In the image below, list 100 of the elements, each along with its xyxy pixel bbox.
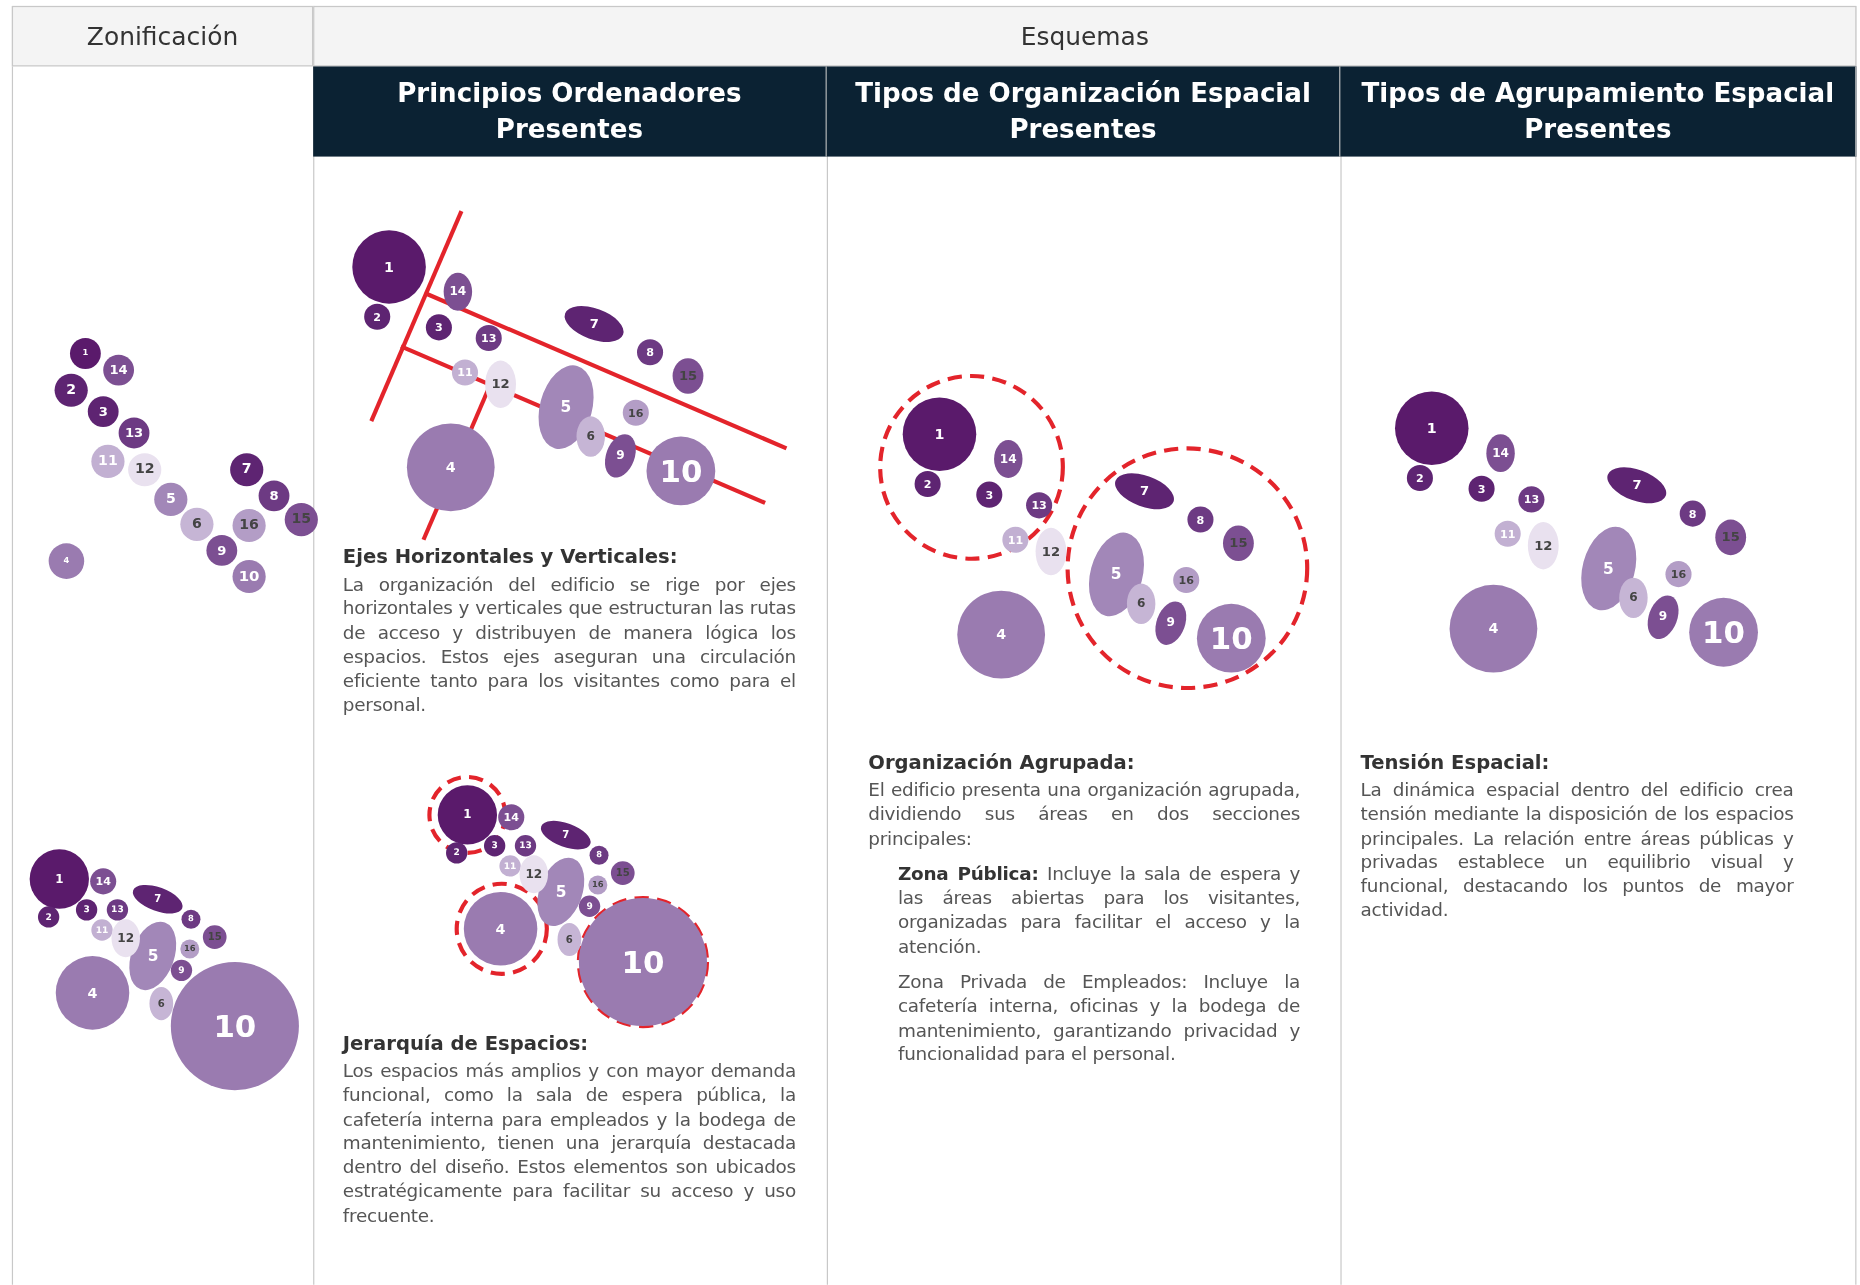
ellipse-bubble — [1619, 577, 1648, 618]
ellipse-bubble — [1607, 467, 1667, 504]
bubble-number: 16 — [627, 407, 645, 419]
column-header: Zonificación — [11, 5, 314, 67]
circle-bubble — [1679, 500, 1706, 527]
circle-bubble — [475, 325, 502, 352]
circle-bubble — [1026, 492, 1053, 519]
bubble-number: 12 — [1533, 539, 1554, 553]
bubble-number: 13 — [1030, 499, 1048, 511]
ellipse-bubble — [1126, 583, 1156, 624]
circle-bubble — [610, 861, 635, 885]
bubble-number: 15 — [677, 369, 699, 383]
bubble-number: 2 — [1415, 472, 1425, 484]
bubble-number: 4 — [86, 985, 99, 1000]
circle-bubble — [499, 855, 521, 877]
ellipse-bubble — [1115, 473, 1175, 509]
circle-bubble — [976, 481, 1003, 508]
circle-bubble — [1395, 391, 1469, 465]
circle-bubble — [206, 535, 238, 566]
description-text: La organización del edificio se rige por ejes horizontales y verticales que estructuran las rutas de acceso y distribuyen de manera lógica los espacios. Estos ejes aseguran una circulación eficiente tanto para los visitantes como para el personal. — [342, 573, 796, 718]
column-header: Tipos de Organización Espacial Presentes — [826, 66, 1341, 157]
bubble-number: 3 — [984, 489, 995, 501]
bubble-number: 8 — [1195, 514, 1206, 526]
bubble-number: 11 — [456, 366, 474, 378]
bubble-number: 12 — [133, 462, 156, 477]
circle-bubble — [118, 417, 150, 449]
circle-bubble — [589, 845, 609, 865]
bubble-number: 5 — [146, 948, 160, 964]
circle-bubble — [75, 899, 98, 921]
bubble-number: 8 — [268, 489, 280, 503]
bubble-number: 4 — [62, 556, 71, 566]
bubble-number: 2 — [922, 478, 933, 490]
circle-bubble — [588, 875, 608, 895]
bubble-number: 9 — [177, 965, 186, 975]
bubble-number: 12 — [1040, 545, 1062, 559]
bubble-number: 2 — [65, 383, 78, 398]
circle-bubble — [1449, 584, 1538, 673]
bubble-number: 6 — [1135, 597, 1147, 610]
bubble-number: 16 — [183, 944, 197, 954]
bubble-number: 5 — [164, 492, 177, 507]
bubble-number: 6 — [156, 998, 166, 1009]
ellipse-bubble — [1088, 532, 1144, 616]
description-text: Los espacios más amplios y con mayor demanda funcional, como la sala de espera pública, la cafetería interna para empleados y la bodega de mantenimiento, tienen una jerarquía destacada dentro del diseño. Estos elementos son ubicados estratégicamente para facilitar su acceso y uso frecuente. — [342, 1059, 796, 1228]
bubble-number: 1 — [54, 873, 65, 885]
circle-bubble — [578, 895, 601, 917]
circle-bubble — [463, 892, 538, 966]
ellipse-bubble — [111, 919, 140, 958]
bubble-number: 3 — [1476, 483, 1487, 495]
bubble-number: 12 — [490, 377, 511, 391]
bubble-number: 4 — [444, 460, 457, 475]
bubble-number: 8 — [187, 915, 195, 924]
bubble-number: 15 — [614, 868, 631, 879]
bubble-number: 1 — [1425, 421, 1438, 436]
bubble-number: 5 — [554, 884, 568, 900]
circle-bubble — [91, 919, 113, 941]
bubble-number: 6 — [1628, 591, 1639, 604]
bubble-number: 5 — [559, 399, 573, 415]
circle-bubble — [498, 804, 525, 831]
bubble-number: 3 — [97, 405, 109, 419]
bubble-number: 14 — [998, 453, 1018, 466]
bubble-number: 16 — [591, 880, 605, 890]
description-text: Zona Pública: Incluye la sala de espera y las áreas abiertas para los visitantes, organizadas para facilitar el acceso y la atención. — [897, 862, 1301, 959]
bubble-number: 11 — [502, 861, 518, 871]
circle-bubble — [230, 453, 264, 487]
bubble-number: 2 — [44, 912, 53, 922]
bubble-number: 9 — [1657, 610, 1669, 623]
ellipse-bubble — [576, 416, 605, 457]
bubble-number: 10 — [1701, 616, 1747, 648]
bubble-number: 16 — [238, 518, 260, 533]
bubble-number: 13 — [480, 332, 498, 344]
circle-bubble — [103, 354, 135, 386]
ellipse-bubble — [994, 440, 1023, 479]
bubble-number: 2 — [372, 311, 383, 323]
bubble-number: 5 — [1602, 560, 1615, 576]
ellipse-bubble — [1527, 521, 1559, 570]
circle-bubble — [202, 925, 227, 949]
bubble-number: 11 — [1006, 534, 1025, 546]
bubble-number: 4 — [995, 627, 1008, 642]
ellipse-bubble — [538, 365, 594, 449]
bubble-number: 9 — [1165, 616, 1176, 629]
circle-bubble — [128, 453, 162, 487]
circle-bubble — [352, 230, 426, 304]
description-text: La dinámica espacial dentro del edificio crea tensión mediante la disposición de los espacios principales. La relación entre áreas públicas y privadas establece un equilibrio visual y funcional, destacando los puntos de mayor actividad. — [1360, 778, 1794, 923]
circle-bubble — [232, 559, 266, 594]
section-heading: Ejes Horizontales y Verticales: — [342, 545, 679, 569]
bubble-number: 10 — [212, 1010, 258, 1042]
bubble-number: 14 — [108, 363, 129, 377]
bubble-number: 15 — [1720, 530, 1741, 544]
ellipse-bubble — [604, 433, 636, 478]
circle-bubble — [91, 444, 125, 479]
bubble-number: 15 — [290, 512, 313, 527]
ellipse-bubble — [1223, 525, 1254, 562]
circle-bubble — [154, 482, 188, 516]
circle-bubble — [48, 543, 85, 579]
circle-bubble — [914, 470, 941, 498]
bubble-number: 8 — [1687, 508, 1698, 520]
bubble-number: 15 — [1228, 536, 1249, 550]
section-heading: Tensión Espacial: — [1360, 750, 1551, 774]
bubble-number: 10 — [620, 946, 666, 978]
ellipse-bubble — [519, 855, 549, 894]
